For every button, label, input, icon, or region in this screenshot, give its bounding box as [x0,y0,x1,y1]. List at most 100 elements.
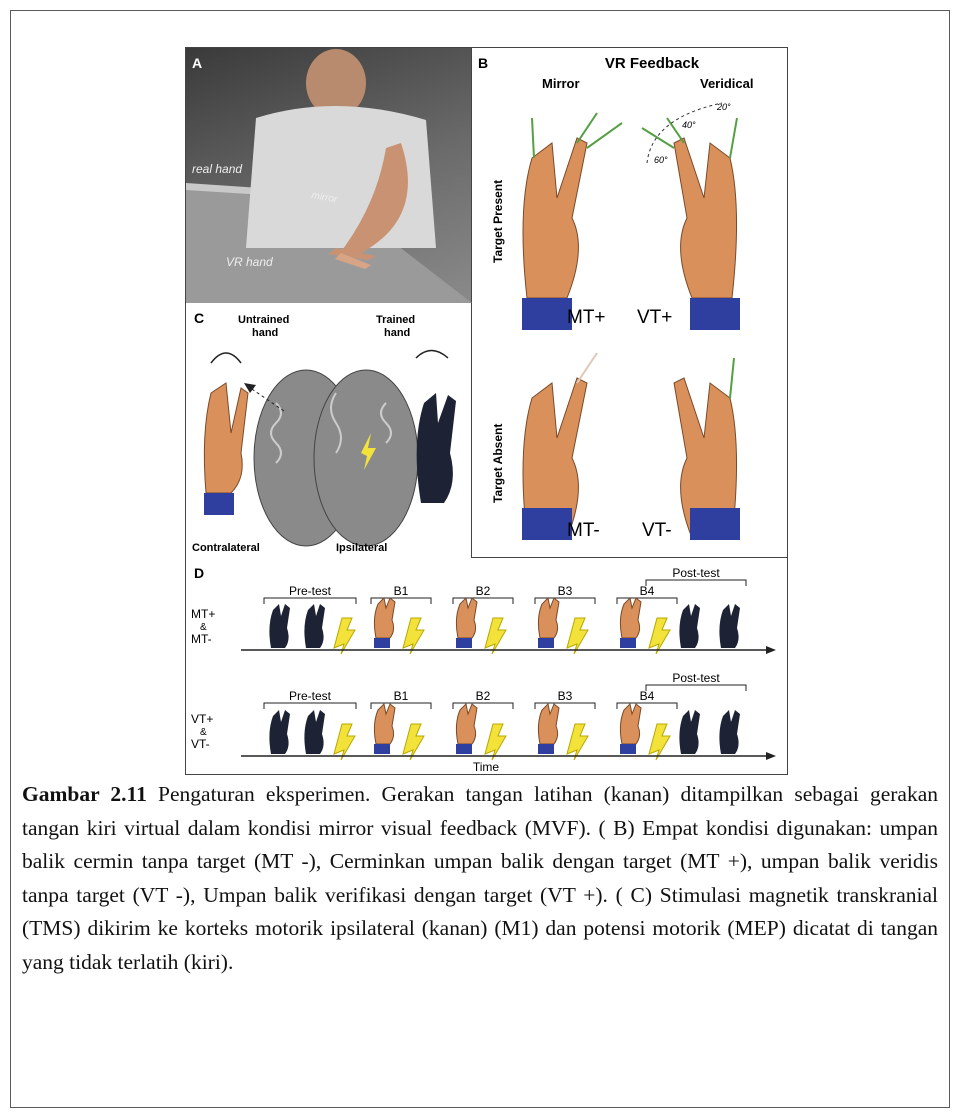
post-test-label: Post-test [672,671,720,685]
hand-mt-minus [522,353,597,540]
block-1-label: B1 [394,689,409,703]
sleeve-icon [374,744,390,754]
trained-hand [416,351,456,504]
trained-label: Trained [376,314,415,326]
sleeve-icon [538,744,554,754]
caption-lead: Gambar 2.11 [22,782,147,806]
brain [254,370,418,546]
sleeve-icon [374,638,390,648]
hand-mt-plus [522,113,622,330]
panel-c-diagram: C Untrained hand Trained hand [186,303,472,558]
vr-hand-icon [620,704,641,744]
block-4-label: B4 [640,584,655,598]
block-4-label: B4 [640,689,655,703]
block-2-label: B2 [476,689,491,703]
experiment-figure: A real hand mirror VR hand B VR Feedback… [185,47,788,775]
sleeve-icon [620,638,636,648]
row2-label-b: VT- [191,737,210,751]
untrained-label-2: hand [252,327,278,339]
dark-hand-icon [679,710,700,754]
dark-hand-icon [719,710,740,754]
panel-c-label: C [194,310,204,326]
tms-bolt-icon [485,724,506,760]
dark-hand-icon [269,710,290,754]
row1-label-a: MT+ [191,607,215,621]
vr-hand-icon [538,704,559,744]
panel-b-label: B [478,55,488,71]
caption-text: Pengaturan eksperimen. Gerakan tangan la… [22,782,938,974]
tms-bolt-icon [649,618,670,654]
vr-hand-icon [620,598,641,638]
contralateral-label: Contralateral [192,542,260,554]
vt-plus-label: VT+ [637,307,672,328]
mt-plus-label: MT+ [567,307,606,328]
tms-bolt-icon [403,724,424,760]
pre-test-label: Pre-test [289,584,332,598]
col-veridical: Veridical [700,76,753,91]
untrained-hand [204,353,248,515]
panel-a-photo: A real hand mirror VR hand [186,48,472,303]
timeline-row-vt: Pre-test B1 B2 B3 B4 Post-test [264,671,746,760]
vr-feedback-title: VR Feedback [605,55,700,72]
panel-a-label: A [192,55,202,71]
vr-hand-icon [456,704,477,744]
pre-test-label: Pre-test [289,689,332,703]
panel-a: A real hand mirror VR hand [186,48,472,303]
dark-hand-icon [304,710,325,754]
pre-test-bracket [264,703,356,709]
dark-hand-icon [719,604,740,648]
trained-label-2: hand [384,327,410,339]
tms-bolt-icon [485,618,506,654]
vt-minus-label: VT- [642,520,672,541]
vr-hand-icon [374,704,395,744]
vr-hand-icon [456,598,477,638]
post-test-bracket [646,685,746,691]
sleeve-icon [456,744,472,754]
row2-label-a: VT+ [191,712,213,726]
pre-test-bracket [264,598,356,604]
panel-b: B VR Feedback Mirror Veridical Target Pr… [472,48,787,558]
tms-bolt-icon [334,618,355,654]
block-3-label: B3 [558,689,573,703]
mt-minus-label: MT- [567,520,600,541]
block-3-label: B3 [558,584,573,598]
vr-hand-icon [538,598,559,638]
panel-b-diagram: B VR Feedback Mirror Veridical Target Pr… [472,48,787,558]
col-mirror: Mirror [542,76,580,91]
time-axis-label: Time [473,760,500,774]
block-1-label: B1 [394,584,409,598]
sleeve-icon [456,638,472,648]
untrained-label: Untrained [238,314,289,326]
hand-vt-minus [674,358,740,540]
sleeve-icon [538,638,554,648]
angle-40: 40° [682,120,696,130]
sleeve-icon [620,744,636,754]
dark-hand-icon [679,604,700,648]
figure-caption: Gambar 2.11 Pengaturan eksperimen. Gerak… [22,778,938,979]
row-target-absent: Target Absent [491,424,505,503]
tms-bolt-icon [334,724,355,760]
panel-d-label: D [194,565,204,581]
hand-vt-plus [642,103,740,330]
tms-bolt-icon [649,724,670,760]
dark-hand-icon [304,604,325,648]
row1-label-b: MT- [191,632,212,646]
panel-c: C Untrained hand Trained hand [186,303,472,558]
real-hand-label: real hand [192,162,242,176]
block-2-label: B2 [476,584,491,598]
vr-hand-icon [374,598,395,638]
tms-bolt-icon [403,618,424,654]
tms-bolt-icon [567,618,588,654]
ipsilateral-label: Ipsilateral [336,542,387,554]
tms-bolt-icon [567,724,588,760]
dark-hand-icon [269,604,290,648]
post-test-label: Post-test [672,566,720,580]
post-test-bracket [646,580,746,586]
angle-20: 20° [716,102,731,112]
vr-hand-label: VR hand [226,255,273,269]
timeline-row-mt: Pre-test B1 B2 B3 B4 Post-test [264,566,746,654]
row-target-present: Target Present [491,180,505,263]
angle-60: 60° [654,155,668,165]
